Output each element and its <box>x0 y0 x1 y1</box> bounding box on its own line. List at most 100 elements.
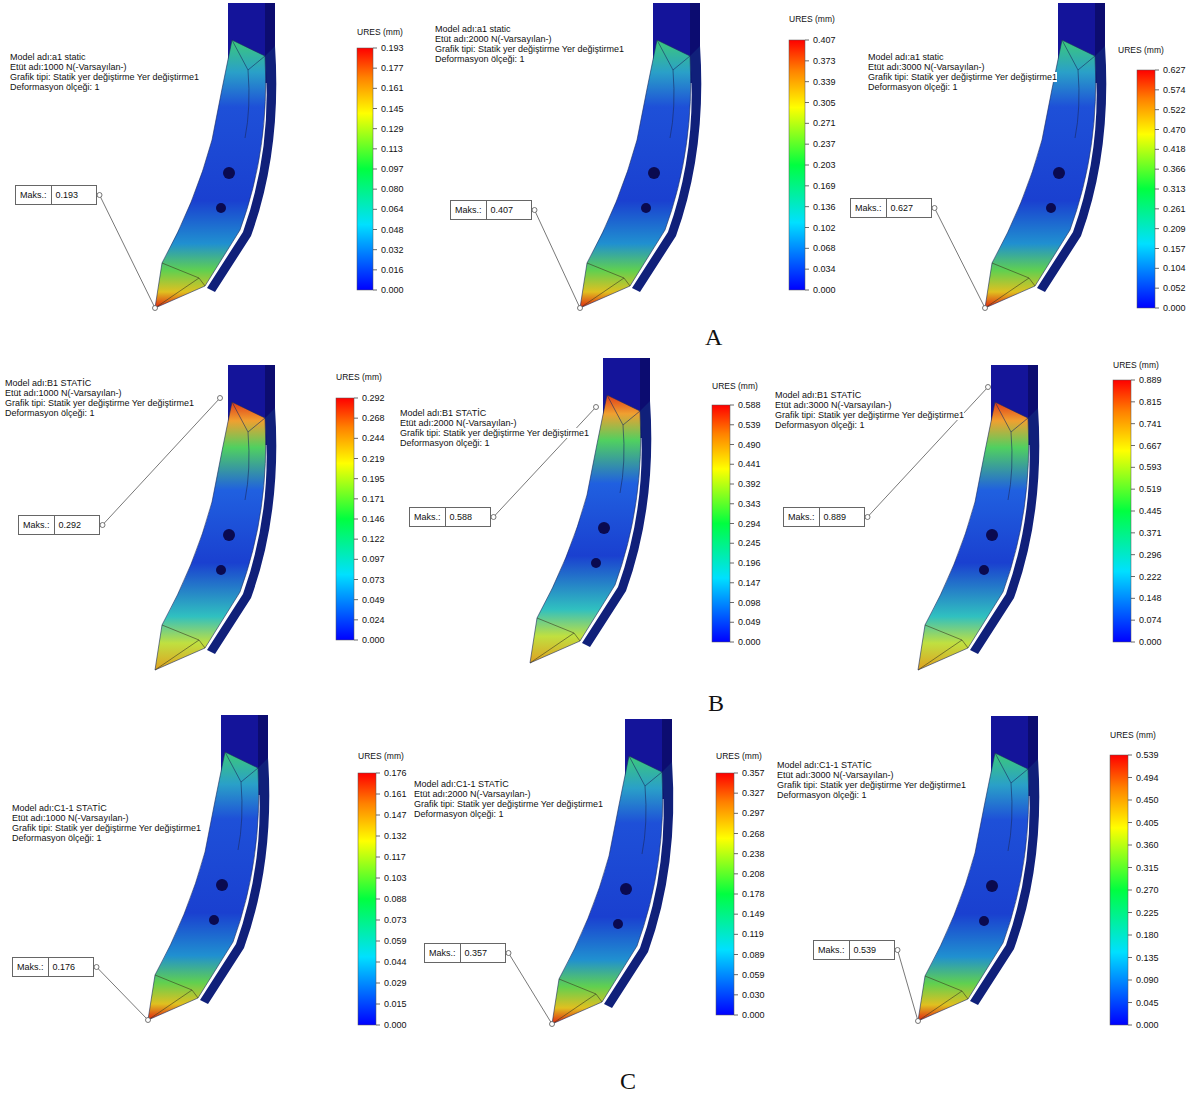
scale-value: 0.373 <box>813 56 836 66</box>
facet-line <box>552 979 602 1024</box>
bar-tick <box>734 934 738 935</box>
scale-value: 0.208 <box>742 869 765 879</box>
scale-value: 0.015 <box>384 999 407 1009</box>
callout-value: 0.627 <box>887 199 931 217</box>
bar-tick <box>734 1015 738 1016</box>
leader-dot <box>932 206 937 211</box>
max-callout: Maks.:0.407 <box>450 200 532 220</box>
bar-tick <box>805 81 809 82</box>
tine-model <box>155 365 276 670</box>
scale-value: 0.161 <box>384 789 407 799</box>
bar-tick <box>1128 890 1132 891</box>
bar-tick <box>1131 423 1135 424</box>
blade-face <box>580 40 691 308</box>
scale-value: 0.667 <box>1139 441 1162 451</box>
bar-tick <box>354 498 358 499</box>
color-bar <box>336 398 354 640</box>
scale-value: 0.494 <box>1136 773 1159 783</box>
bar-tick <box>373 88 377 89</box>
bar-tick <box>373 209 377 210</box>
max-callout: Maks.:0.176 <box>12 957 94 977</box>
scale-value: 0.135 <box>1136 953 1159 963</box>
bar-tick <box>734 954 738 955</box>
scale-value: 0.073 <box>362 575 385 585</box>
bar-tick <box>734 813 738 814</box>
study-info: Etüt adı:1000 N(-Varsayılan-) <box>5 388 121 398</box>
bar-tick <box>1131 489 1135 490</box>
scale-value: 0.104 <box>1163 263 1186 273</box>
bar-tick <box>1131 511 1135 512</box>
scale-value: 0.000 <box>384 1020 407 1030</box>
facet-line <box>918 976 968 1021</box>
study-info: Model adı:B1 STATİC <box>400 408 486 418</box>
facet-line <box>995 402 1028 500</box>
scale-value: 0.357 <box>742 768 765 778</box>
bar-tick <box>1155 288 1159 289</box>
callout-key: Maks.: <box>13 958 49 976</box>
bar-tick <box>734 873 738 874</box>
study-info: Grafik tipi: Statik yer değiştirme Yer d… <box>5 398 194 408</box>
bar-tick <box>1128 845 1132 846</box>
leader-line <box>535 210 580 308</box>
tine-model <box>148 715 269 1020</box>
scale-value: 0.519 <box>1139 484 1162 494</box>
scale-value: 0.080 <box>381 184 404 194</box>
bolt-hole <box>216 565 226 575</box>
bar-tick <box>1128 867 1132 868</box>
bar-tick <box>1131 401 1135 402</box>
study-info: Grafik tipi: Statik yer değiştirme Yer d… <box>10 72 199 82</box>
study-info: Grafik tipi: Statik yer değiştirme Yer d… <box>12 823 201 833</box>
max-callout: Maks.:0.292 <box>18 515 100 535</box>
bar-tick <box>354 539 358 540</box>
scale-value: 0.222 <box>1139 572 1162 582</box>
scale-value: 0.219 <box>362 454 385 464</box>
scale-value: 0.122 <box>362 534 385 544</box>
bolt-hole <box>598 522 610 534</box>
bar-tick <box>1128 1002 1132 1003</box>
callout-key: Maks.: <box>851 199 887 217</box>
scale-value: 0.244 <box>362 433 385 443</box>
bar-tick <box>734 833 738 834</box>
scale-value: 0.000 <box>362 635 385 645</box>
callout-key: Maks.: <box>425 944 461 962</box>
color-bar <box>716 773 734 1015</box>
bolt-hole <box>209 915 219 925</box>
leader-dot <box>916 1019 921 1024</box>
leader-dot <box>865 515 870 520</box>
axis-title: URES (mm) <box>789 14 835 24</box>
bar-tick <box>1128 1025 1132 1026</box>
scale-value: 0.176 <box>384 768 407 778</box>
scale-value: 0.059 <box>384 936 407 946</box>
scale-value: 0.149 <box>742 909 765 919</box>
blade-face <box>155 402 266 670</box>
bar-tick <box>1131 576 1135 577</box>
callout-value: 0.407 <box>487 201 531 219</box>
bar-tick <box>734 994 738 995</box>
bar-tick <box>376 794 380 795</box>
callout-value: 0.193 <box>52 186 96 204</box>
scale-value: 0.097 <box>381 164 404 174</box>
scale-value: 0.815 <box>1139 397 1162 407</box>
leader-dot <box>94 965 99 970</box>
scale-value: 0.741 <box>1139 419 1162 429</box>
bar-tick <box>354 418 358 419</box>
color-bar <box>358 773 376 1025</box>
scale-value: 0.327 <box>742 788 765 798</box>
scale-value: 0.445 <box>1139 506 1162 516</box>
study-info: Grafik tipi: Statik yer değiştirme Yer d… <box>414 799 603 809</box>
study-info: Deformasyon ölçeği: 1 <box>435 54 525 64</box>
scale-value: 0.119 <box>742 929 764 939</box>
callout-key: Maks.: <box>814 941 850 959</box>
scale-value: 0.148 <box>1139 593 1162 603</box>
bar-tick <box>1155 189 1159 190</box>
study-info: Deformasyon ölçeği: 1 <box>414 809 504 819</box>
bar-tick <box>730 405 734 406</box>
bar-tick <box>730 464 734 465</box>
bolt-hole <box>1053 167 1065 179</box>
study-info: Etüt adı:3000 N(-Varsayılan-) <box>777 770 893 780</box>
scale-value: 0.268 <box>742 829 765 839</box>
scale-value: 0.000 <box>1136 1020 1159 1030</box>
tine-model <box>155 3 276 308</box>
axis-title: URES (mm) <box>1118 45 1164 55</box>
